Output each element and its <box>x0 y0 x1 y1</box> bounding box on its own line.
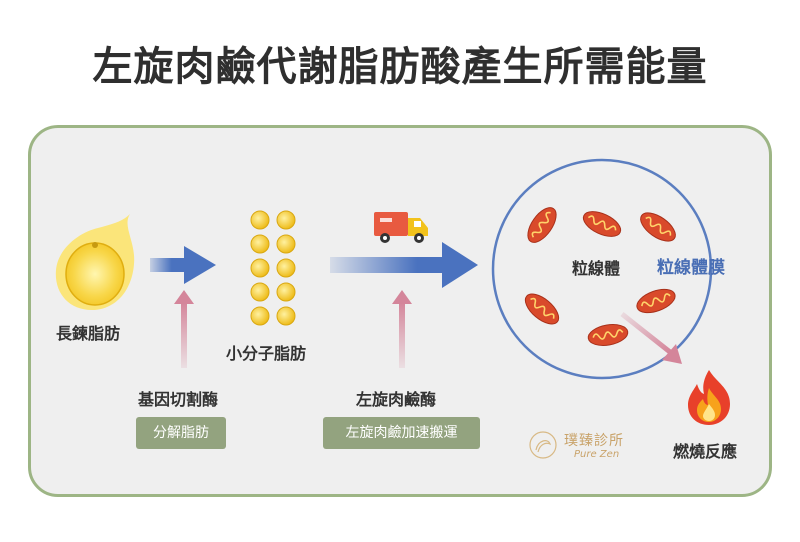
small-molecule-fat-label: 小分子脂肪 <box>226 344 307 363</box>
long-chain-fat-label: 長鍊脂肪 <box>56 324 121 343</box>
mitochondria-label: 粒線體 <box>572 259 621 278</box>
carnitine-enzyme-label: 左旋肉鹼酶 <box>356 390 437 409</box>
mitochondrion-icon <box>578 205 626 243</box>
mitochondrial-membrane-label: 粒線體膜 <box>657 258 725 278</box>
pink-arrow-1 <box>174 290 194 368</box>
delivery-truck-icon <box>374 212 428 243</box>
page-title: 左旋肉鹼代謝脂肪酸產生所需能量 <box>92 43 708 90</box>
pink-arrow-3 <box>620 312 682 364</box>
fire-icon <box>688 370 730 425</box>
carnitine-transport-tag: 左旋肉鹼加速搬運 <box>323 417 480 449</box>
blue-arrow-1 <box>150 246 216 284</box>
mitochondrion-icon <box>521 202 563 248</box>
mitochondrion-icon <box>635 206 681 248</box>
logo-mark-icon <box>529 431 557 459</box>
logo-name-en: Pure Zen <box>574 449 620 460</box>
pink-arrow-2 <box>392 290 412 368</box>
blue-arrow-2 <box>330 242 478 288</box>
fat-molecules-icon <box>250 210 296 326</box>
mitochondrial-membrane-circle <box>491 158 713 380</box>
logo-name-cn: 璞臻診所 <box>564 433 624 449</box>
fat-droplet-icon <box>55 214 135 310</box>
gene-enzyme-label: 基因切割酶 <box>138 390 219 409</box>
decompose-fat-tag: 分解脂肪 <box>136 417 226 449</box>
mitochondrion-icon <box>519 287 565 331</box>
burning-label: 燃燒反應 <box>673 442 738 461</box>
